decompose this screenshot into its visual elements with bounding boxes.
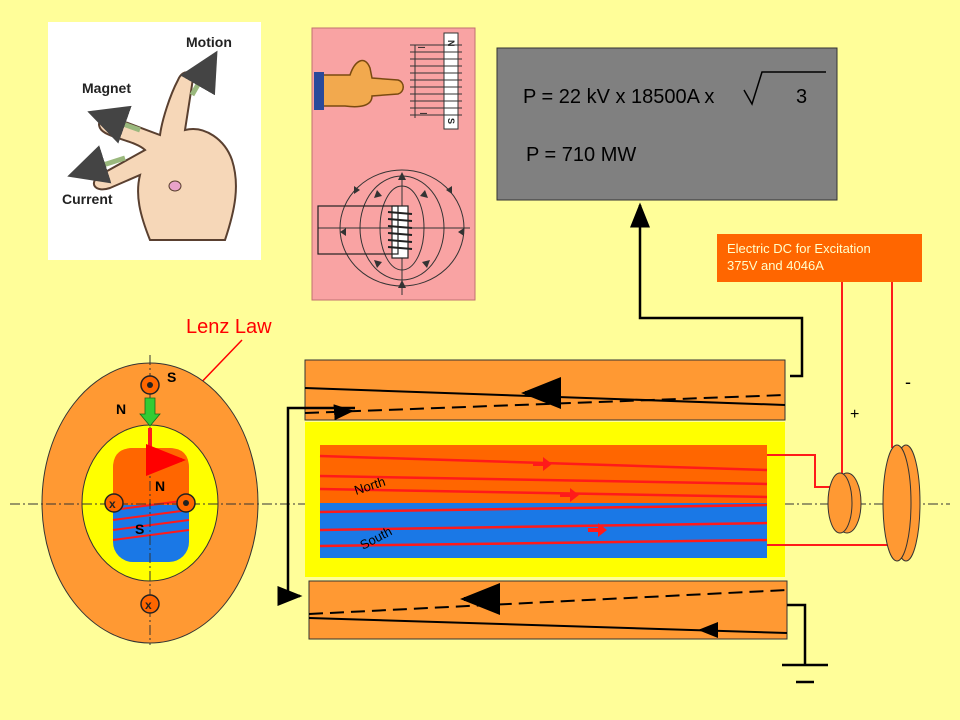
output-wiring	[277, 202, 828, 684]
stator-pole-n: N	[116, 401, 126, 417]
stator-pole-s: S	[167, 369, 176, 385]
excitation-box-background	[717, 234, 922, 282]
thumb-hand-icon	[314, 59, 404, 110]
power-formula-box: P = 22 kV x 18500A x 3 P = 710 MW	[496, 47, 838, 201]
rotor-current-arrow-2	[560, 488, 579, 502]
lenz-law-label: Lenz Law	[186, 316, 272, 338]
slip-ring-negative	[882, 444, 921, 562]
formula-root-value: 3	[796, 86, 807, 108]
coil-pole-south: S	[446, 118, 456, 124]
rotor-pole-s: S	[135, 521, 144, 537]
rotor-north-section	[320, 445, 767, 503]
current-label-top: I	[415, 46, 426, 49]
excitation-line-2: 375V and 4046A	[727, 258, 824, 273]
excitation-wiring	[767, 282, 893, 546]
right-hand-rule-panel: Motion Magnet Current	[48, 22, 261, 260]
field-arrow-icons	[340, 172, 464, 288]
conductor-x-bottom: x	[145, 598, 152, 612]
upper-coil-icon	[410, 32, 462, 130]
rotor-current-arrow-3	[588, 523, 607, 537]
upper-return-arrow-icon	[333, 404, 354, 421]
motion-label: Motion	[186, 34, 232, 50]
solenoid-panel: I I N S	[311, 27, 476, 301]
formula-line-2: P = 710 MW	[526, 144, 636, 166]
terminal-plus: +	[850, 406, 859, 423]
conductor-x-left: x	[109, 497, 116, 511]
conductor-cross-bottom	[140, 594, 160, 614]
coil-pole-north: N	[446, 40, 456, 47]
generator-longitudinal-view: North South	[304, 359, 788, 640]
rotation-arrow-icon	[146, 428, 186, 476]
lower-coil-icon	[317, 205, 413, 259]
slip-ring-positive	[827, 472, 862, 534]
terminal-minus: -	[905, 372, 911, 392]
hand-icon	[67, 50, 237, 241]
induced-field-arrow-icon	[139, 397, 161, 427]
excitation-line-1: Electric DC for Excitation	[727, 241, 871, 256]
lower-conductor-dashed	[308, 589, 788, 615]
generator-cross-section: x x S N N S	[10, 355, 950, 645]
square-root-icon	[743, 71, 826, 106]
rotor-pole-n: N	[155, 478, 165, 494]
rotor-south-section	[320, 503, 767, 558]
rotor-current-arrow-1	[533, 457, 552, 471]
current-label-bottom: I	[417, 112, 428, 115]
magnet-label: Magnet	[82, 80, 131, 96]
current-label: Current	[62, 191, 113, 207]
formula-line-1: P = 22 kV x 18500A x	[523, 86, 714, 108]
conductor-cross-left	[104, 493, 124, 513]
formula-box-background	[496, 47, 838, 201]
excitation-label-box: Electric DC for Excitation 375V and 4046…	[717, 234, 922, 282]
